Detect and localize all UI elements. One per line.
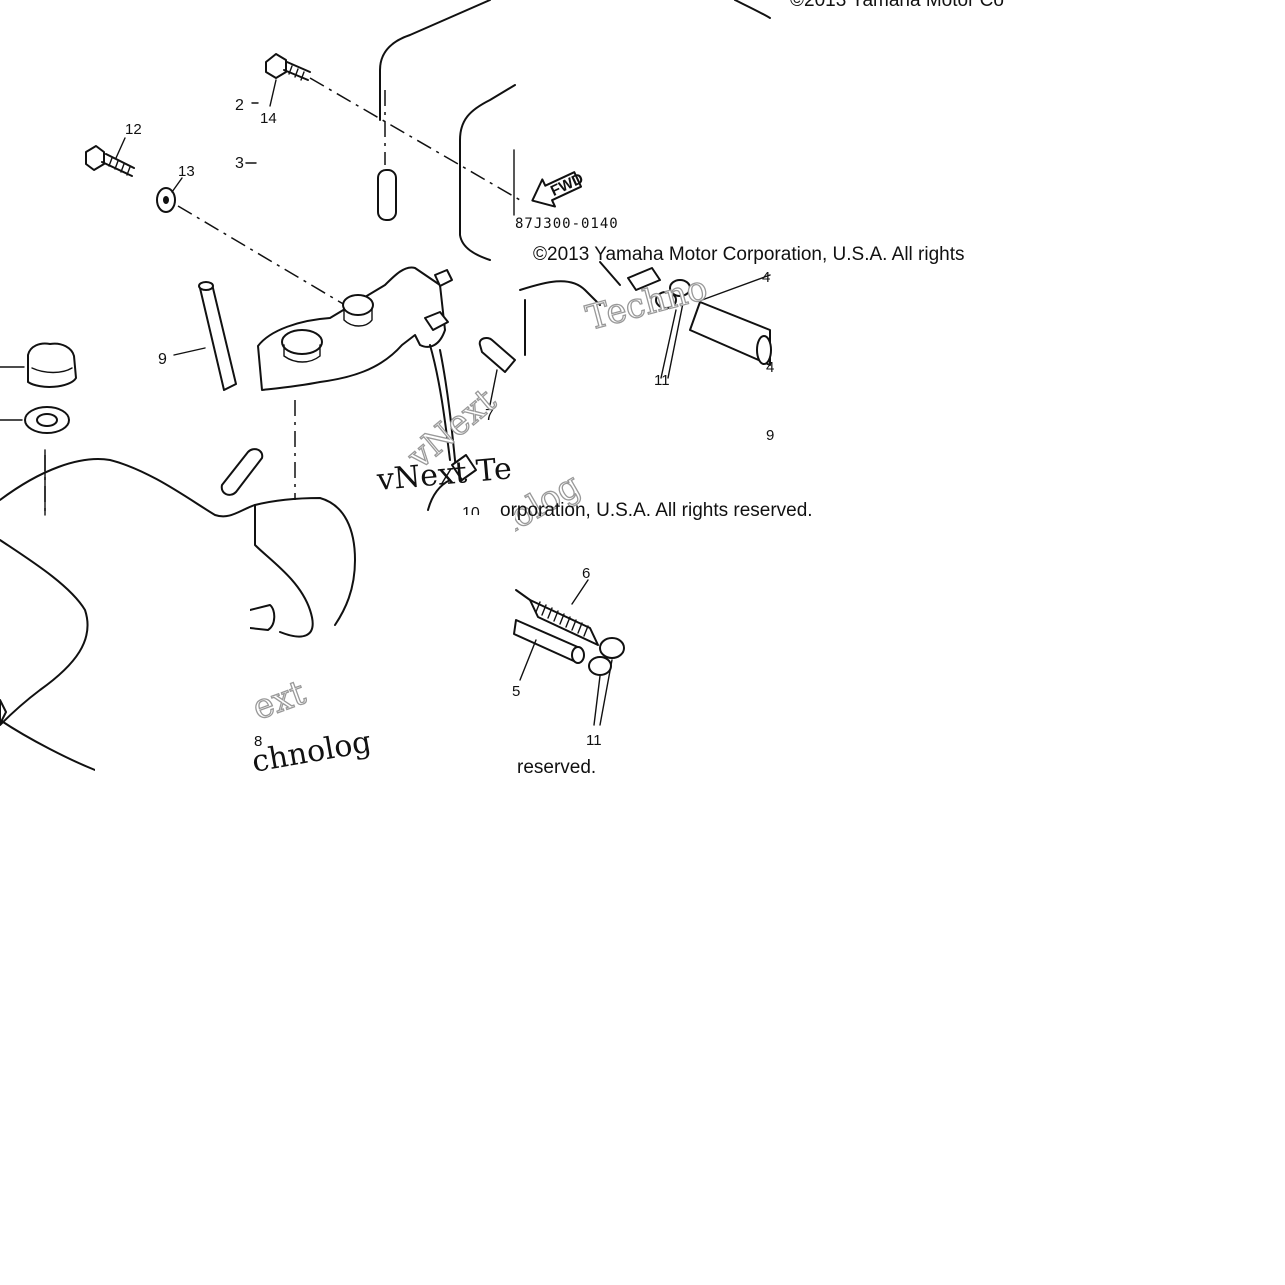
bolt-12 (85, 145, 135, 177)
frame-outline (379, 0, 491, 121)
tank-mount-bracket (257, 266, 446, 391)
callout-9: 9 (158, 351, 167, 368)
blank-right-bottom (640, 525, 1285, 785)
blank-top-right-lower (770, 0, 1285, 240)
callout-5: 5 (512, 683, 520, 700)
callout-8: 8 (254, 733, 262, 750)
tank-lower-rim (254, 497, 356, 626)
hose-line-a (519, 280, 601, 306)
drain-fitting (0, 699, 7, 725)
spring-6 (529, 599, 599, 646)
hose-5 (513, 619, 585, 664)
callout-14: 14 (260, 110, 277, 127)
fwd-arrow-icon: FWD (531, 170, 586, 208)
sleeve (377, 169, 397, 221)
copyright-top-right: ©2013 Yamaha Motor Co (790, 0, 1004, 11)
clamp-11-upper (627, 267, 691, 309)
figure-code: 87J300-0140 (515, 216, 619, 232)
axis-14 (309, 77, 521, 201)
callout-12: 12 (125, 121, 142, 138)
callout-4: 4 (766, 359, 774, 376)
hose-center (429, 344, 457, 471)
blank-bottom (0, 775, 1285, 1285)
callout-4r: 4 (762, 269, 770, 286)
axis-12 (177, 205, 346, 306)
callout-11a: 11 (654, 372, 670, 389)
callout-9r: 9 (766, 427, 774, 444)
blank-right (770, 260, 1285, 500)
callout-2: 2 (235, 97, 244, 114)
copyright-bottom: reserved. (517, 757, 596, 778)
spacer-9 (198, 281, 237, 391)
clamp-11-lower (588, 637, 625, 676)
collar-7 (478, 336, 516, 373)
tile-lower-hoses: 6 5 11 reserved. (512, 565, 625, 778)
strap (249, 604, 276, 631)
collar-left (220, 448, 264, 496)
watermark-bottom-b: chnolog (249, 725, 374, 780)
callout-13: 13 (178, 163, 195, 180)
callout-7: 7 (485, 407, 494, 424)
bolt-14 (265, 53, 311, 81)
callout-3: 3 (235, 155, 244, 172)
copyright-mid: orporation, U.S.A. All rights reserved. (500, 500, 813, 521)
watermark-bottom-a: ext (247, 673, 311, 729)
hose-lower (427, 479, 451, 511)
grommet (281, 329, 323, 363)
hose-4 (689, 274, 772, 366)
pin-top (424, 269, 453, 331)
callout-11b: 11 (586, 732, 602, 749)
blank-tile-left (95, 520, 250, 780)
blank-tile-center (370, 515, 515, 780)
callout-6: 6 (582, 565, 590, 582)
rear-cowl (459, 84, 516, 261)
grommet-top (342, 294, 374, 327)
tank-body-outline (0, 458, 314, 771)
washer-13 (156, 187, 176, 213)
fuel-cap (27, 342, 77, 388)
cap-gasket (24, 406, 70, 434)
copyright-right: ©2013 Yamaha Motor Corporation, U.S.A. A… (533, 244, 965, 265)
